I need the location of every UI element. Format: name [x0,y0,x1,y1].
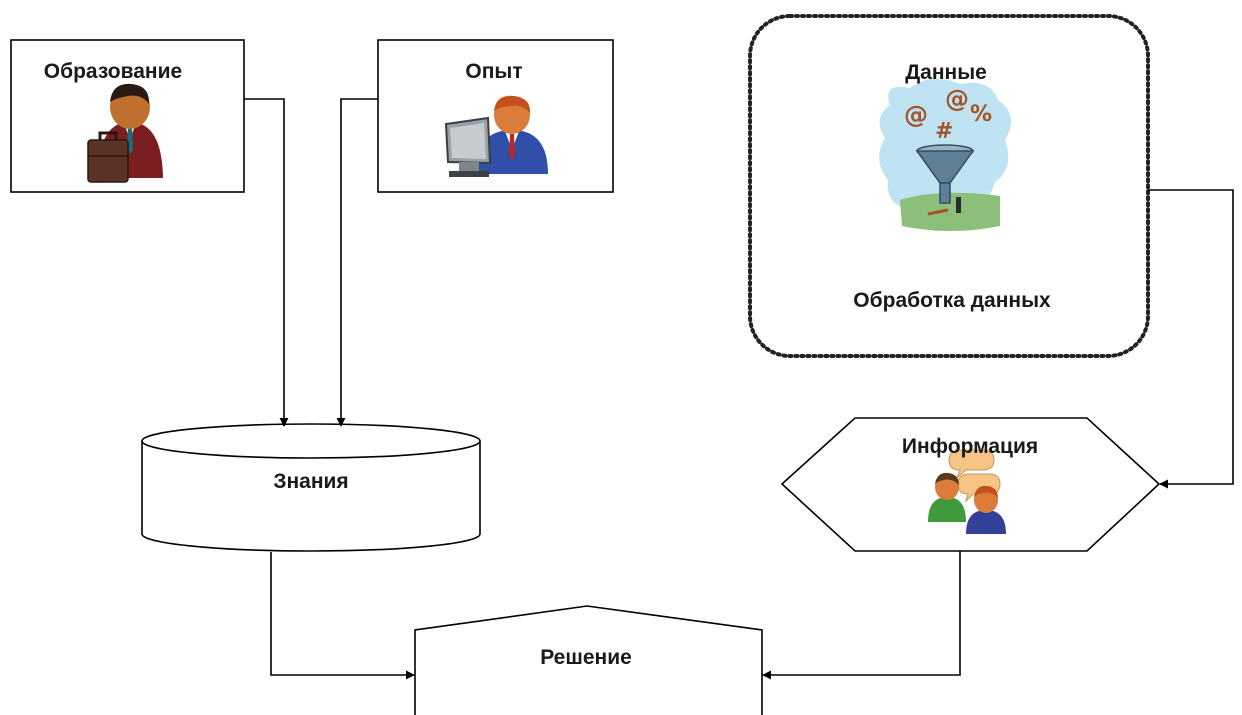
data-funnel-icon: @ @ % # [879,78,1012,231]
decision-shape [414,605,763,715]
education-label: Образование [43,60,183,83]
knowledge-cylinder [141,423,481,552]
edge-experience-knowledge [336,98,378,427]
people-chatting-icon [928,449,1006,534]
svg-text:#: # [935,119,953,144]
person-at-computer-icon [444,95,548,177]
businessman-briefcase-icon [87,83,163,183]
knowledge-label: Знания [273,470,349,493]
experience-label: Опыт [465,60,523,83]
edge-processing-information [1148,189,1234,489]
data-label: Данные [905,61,987,84]
svg-text:@: @ [904,101,928,129]
edge-knowledge-decision [270,552,415,680]
edge-education-knowledge [244,98,289,427]
decision-label: Решение [540,646,632,669]
svg-text:%: % [970,102,992,127]
processing-label: Обработка данных [853,289,1051,312]
svg-text:@: @ [945,85,969,113]
information-label: Информация [901,435,1039,458]
edge-information-decision [762,551,961,680]
